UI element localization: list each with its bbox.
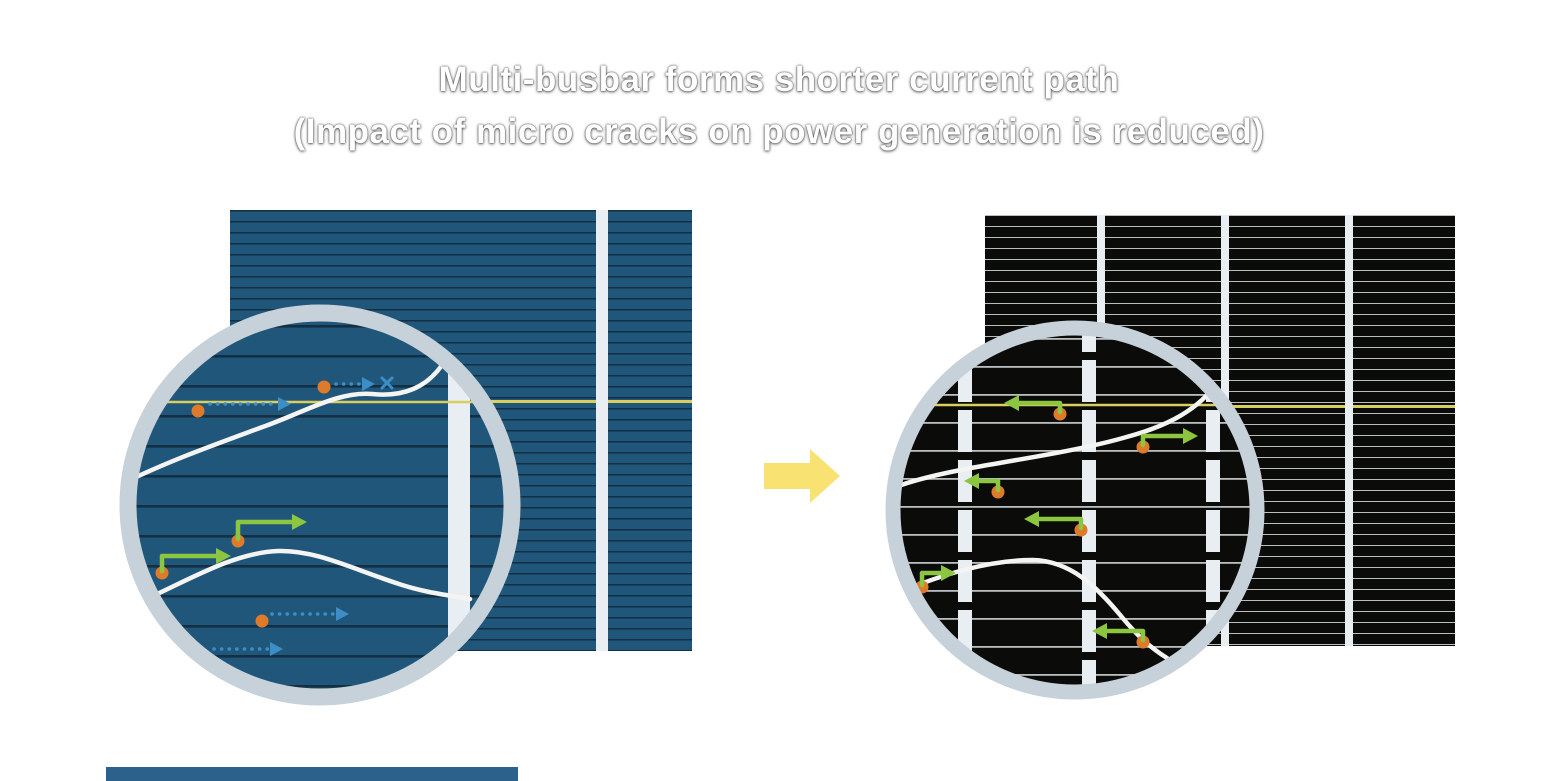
short-current-path (155, 548, 231, 580)
blocked-x-icon (380, 376, 394, 390)
arrowhead-left-icon (1024, 511, 1039, 527)
magnified-cell-surface (893, 328, 1257, 692)
long-current-path (191, 397, 291, 418)
micro-crack (128, 356, 449, 486)
arrowhead-left-icon (964, 473, 979, 489)
electron-dot (255, 614, 269, 628)
arrowhead-right-icon (941, 565, 956, 581)
magnified-cell-surface (128, 313, 512, 697)
left-magnifier (119, 304, 521, 706)
blocked-current-path (317, 376, 394, 394)
magnified-busbar (448, 313, 470, 697)
arrowhead-left-icon (1092, 623, 1107, 639)
arrowhead-right-icon (1183, 428, 1198, 444)
title-line-1: Multi-busbar forms shorter current path (438, 60, 1120, 99)
long-current-path (255, 607, 349, 628)
diagram-title: Multi-busbar forms shorter current path … (0, 54, 1558, 158)
bottom-strip (106, 767, 518, 781)
micro-crack (893, 383, 1218, 491)
title-line-2: (Impact of micro cracks on power generat… (293, 112, 1265, 151)
magnifier-ring (885, 320, 1265, 700)
short-current-path (1092, 623, 1150, 649)
busbar (1345, 215, 1353, 646)
short-current-path (1004, 395, 1067, 421)
arrowhead-right-icon (216, 548, 231, 564)
busbar (596, 210, 608, 651)
right-magnifier (885, 320, 1265, 700)
arrowhead-right-icon (270, 642, 283, 656)
short-current-path (1024, 511, 1088, 537)
micro-crack (128, 548, 473, 610)
arrowhead-right-icon (336, 607, 349, 621)
arrowhead-right-icon (362, 377, 375, 391)
short-current-path (231, 514, 307, 548)
electron-dot (317, 380, 331, 394)
magnifier-ring (119, 304, 521, 706)
short-current-path (964, 473, 1005, 499)
arrowhead-right-icon (292, 514, 307, 530)
short-current-path (1136, 428, 1198, 454)
transition-arrow-icon (764, 449, 840, 503)
arrowhead-left-icon (1004, 395, 1019, 411)
arrowhead-right-icon (278, 397, 291, 411)
electron-dot (191, 404, 205, 418)
